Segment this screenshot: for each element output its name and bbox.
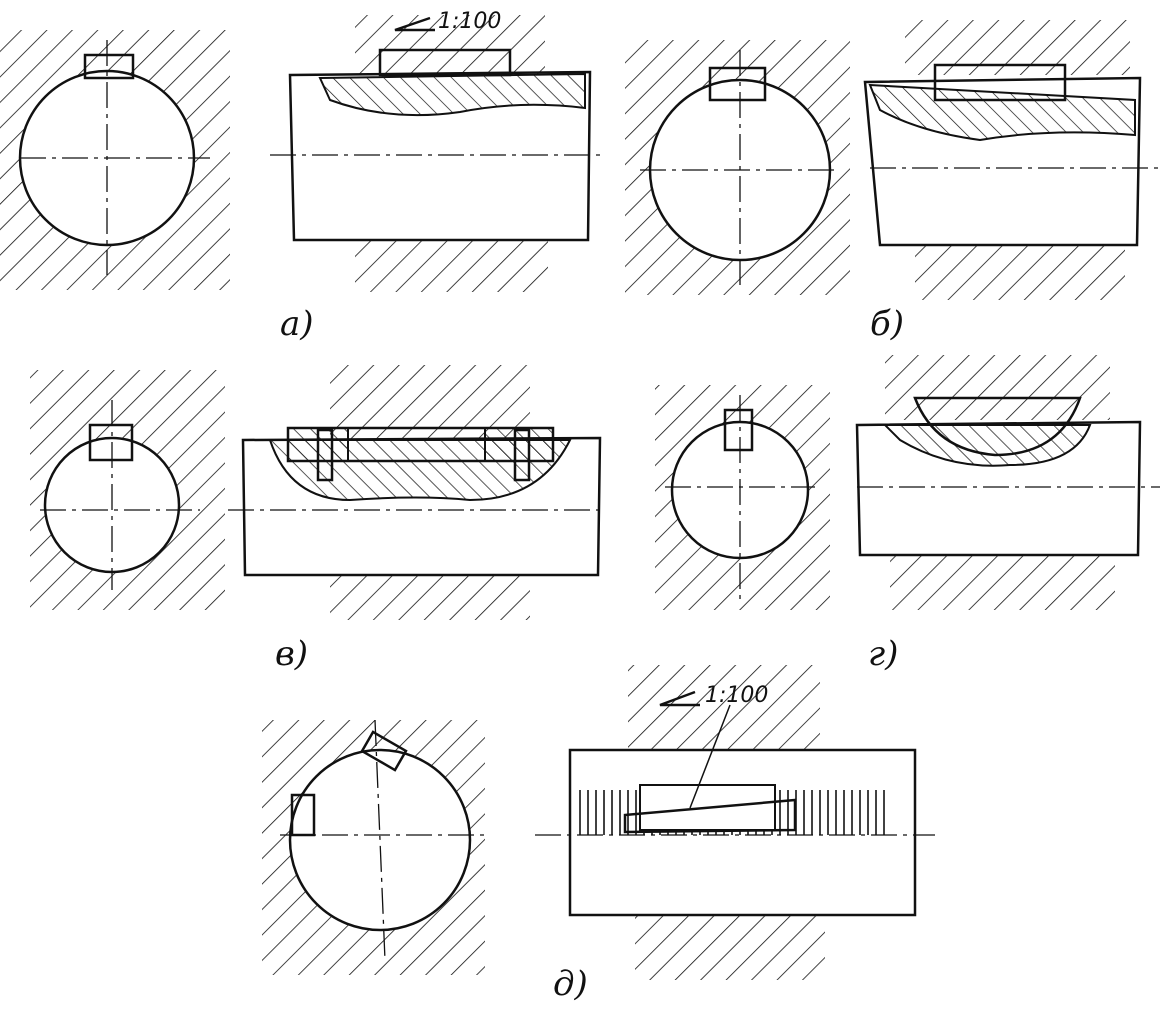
- label-b: б): [870, 304, 904, 344]
- tangential-key: [360, 730, 408, 772]
- variant-v: в): [30, 365, 602, 674]
- shaft-view: [863, 76, 1142, 247]
- key: [708, 66, 767, 102]
- shaft-view: [241, 436, 602, 577]
- variant-a: 1:100 а): [0, 9, 605, 344]
- taper-label-a: 1:100: [438, 9, 501, 34]
- shaft-view: [288, 70, 592, 242]
- hub-top: [355, 15, 545, 75]
- key: [723, 408, 754, 452]
- variant-g: г): [655, 355, 1160, 674]
- variant-b: б): [625, 20, 1160, 344]
- taper-key: [623, 798, 797, 834]
- taper-symbol: [659, 690, 700, 707]
- screw: [513, 428, 531, 482]
- taper-key: [378, 48, 512, 77]
- hub-bottom: [355, 240, 548, 292]
- taper-label-d: 1:100: [705, 683, 768, 708]
- taper-symbol: [394, 16, 435, 32]
- label-a: а): [280, 304, 314, 344]
- segment-key: [913, 396, 1082, 457]
- key: [83, 53, 135, 80]
- variant-d: 1:100 д): [262, 665, 935, 1004]
- shaft-section: [288, 748, 472, 932]
- shaft-section: [670, 420, 810, 560]
- label-g: г): [868, 634, 898, 674]
- key: [88, 423, 134, 462]
- label-d: д): [553, 964, 588, 1004]
- screw: [316, 428, 334, 482]
- label-v: в): [275, 634, 308, 674]
- shaft-view: [855, 420, 1142, 557]
